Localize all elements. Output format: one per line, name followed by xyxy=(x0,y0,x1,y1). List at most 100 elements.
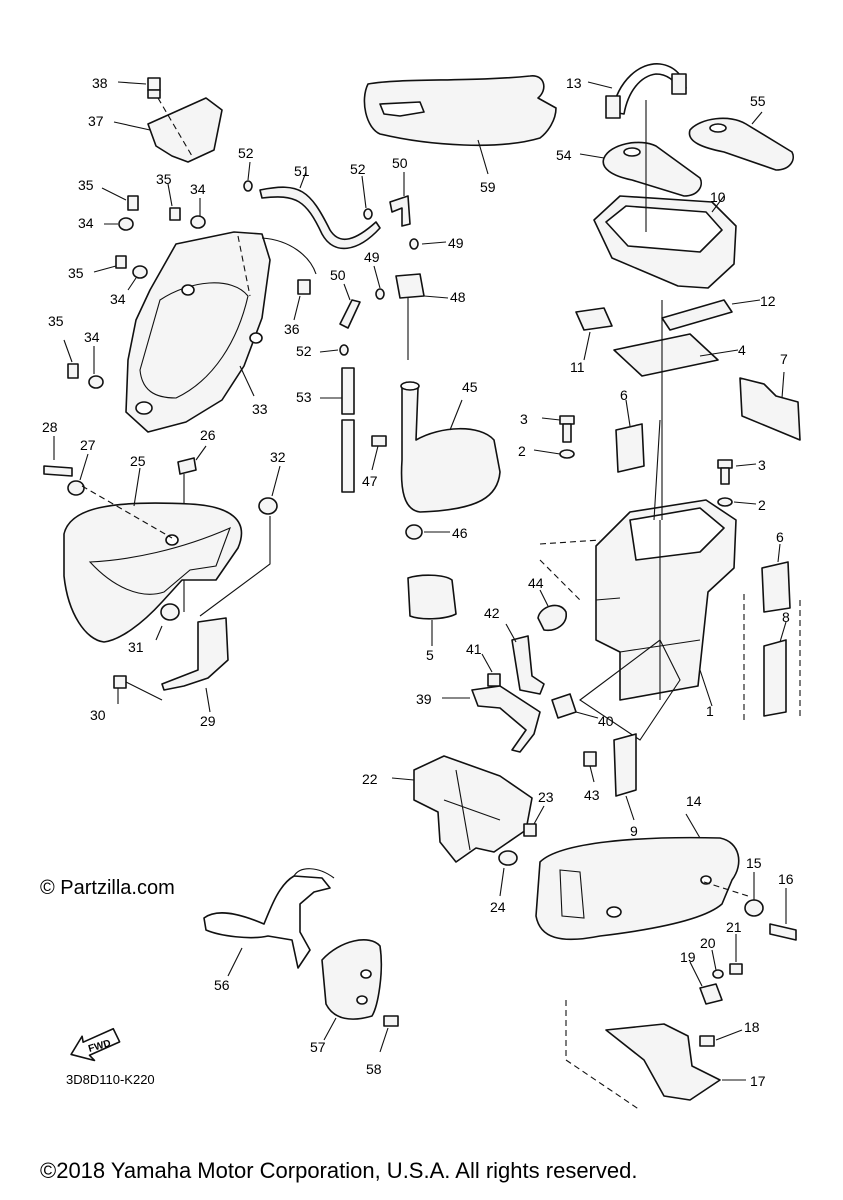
callout-38: 38 xyxy=(92,75,108,91)
part-15-washer xyxy=(744,872,764,917)
callout-7: 7 xyxy=(780,351,788,367)
callout-23: 23 xyxy=(538,789,554,805)
callout-4: 4 xyxy=(738,342,746,358)
callout-34-b: 34 xyxy=(78,215,94,231)
part-48-cap xyxy=(395,273,449,360)
part-38-bolt xyxy=(117,77,161,99)
part-58-bolt xyxy=(379,1015,399,1053)
part-29-bracket xyxy=(161,617,229,713)
callout-6-upper: 6 xyxy=(620,387,628,403)
part-1-battery-box xyxy=(539,300,737,741)
part-50-elbow-upper xyxy=(389,172,411,227)
callout-52-a: 52 xyxy=(238,145,254,161)
callout-8: 8 xyxy=(782,609,790,625)
part-36-connector xyxy=(261,237,317,321)
callout-33: 33 xyxy=(252,401,268,417)
callout-39: 39 xyxy=(416,691,432,707)
callout-30: 30 xyxy=(90,707,106,723)
callout-34-a: 34 xyxy=(190,181,206,197)
part-42-bracket xyxy=(505,623,545,695)
callout-17: 17 xyxy=(750,1073,766,1089)
callout-12: 12 xyxy=(760,293,776,309)
callout-34-c: 34 xyxy=(110,291,126,307)
drawing-code: 3D8D110-K220 xyxy=(66,1072,155,1087)
callout-6-lower: 6 xyxy=(776,529,784,545)
part-6-pad-right xyxy=(761,543,791,613)
part-46-grommet xyxy=(405,524,450,540)
callout-15: 15 xyxy=(746,855,762,871)
part-40-relay xyxy=(551,693,599,719)
callout-57: 57 xyxy=(310,1039,326,1055)
part-35-bolts xyxy=(63,183,181,379)
callout-labels: 1 2 2 3 3 4 5 6 6 7 8 9 10 11 12 13 14 1… xyxy=(42,75,794,1089)
part-39-stay xyxy=(442,685,541,753)
callout-46: 46 xyxy=(452,525,468,541)
callout-48: 48 xyxy=(450,289,466,305)
part-7-pad xyxy=(739,371,801,441)
callout-50-lower: 50 xyxy=(330,267,346,283)
callout-37: 37 xyxy=(88,113,104,129)
part-3-bolt-left xyxy=(541,415,575,443)
part-19-damper xyxy=(689,961,723,1005)
part-59-seat-pad xyxy=(363,75,557,175)
part-6-pad-left xyxy=(615,399,645,473)
callout-13: 13 xyxy=(566,75,582,91)
watermark: © Partzilla.com xyxy=(40,877,175,899)
part-18-bolt xyxy=(699,1029,743,1047)
callout-35-a: 35 xyxy=(78,177,94,193)
part-50-elbow-lower xyxy=(339,283,361,329)
callout-26: 26 xyxy=(200,427,216,443)
callout-49-lower: 49 xyxy=(364,249,380,265)
callout-5: 5 xyxy=(426,647,434,663)
callout-52-b: 52 xyxy=(350,161,366,177)
part-26-clip xyxy=(177,445,207,612)
part-49-clip-upper xyxy=(409,238,447,250)
part-3-bolt-right xyxy=(717,459,757,485)
part-47-bolt xyxy=(371,435,387,471)
callout-56: 56 xyxy=(214,977,230,993)
callout-40: 40 xyxy=(598,713,614,729)
callout-9: 9 xyxy=(630,823,638,839)
callout-49-upper: 49 xyxy=(448,235,464,251)
part-9-strip xyxy=(613,733,637,821)
callout-54: 54 xyxy=(556,147,572,163)
callout-24: 24 xyxy=(490,899,506,915)
part-11-pad xyxy=(575,307,613,361)
part-37-cover xyxy=(113,97,223,163)
callout-35-d: 35 xyxy=(48,313,64,329)
part-32-grommet xyxy=(199,465,281,617)
callout-19: 19 xyxy=(680,949,696,965)
copyright-text: ©2018 Yamaha Motor Corporation, U.S.A. A… xyxy=(40,1158,637,1183)
callout-45: 45 xyxy=(462,379,478,395)
part-2-washer-left xyxy=(533,449,575,459)
callout-3-right: 3 xyxy=(758,457,766,473)
part-22-bracket xyxy=(391,755,533,863)
callout-35-b: 35 xyxy=(156,171,172,187)
part-25-side-cover xyxy=(63,467,243,643)
part-27-washer xyxy=(67,453,89,496)
part-49-clip-lower xyxy=(373,265,385,300)
part-41-bolt xyxy=(481,653,501,687)
part-21-bolt xyxy=(729,934,743,975)
part-31-grommet xyxy=(155,603,180,641)
callout-10: 10 xyxy=(710,189,726,205)
callout-1: 1 xyxy=(706,703,714,719)
fwd-arrow-icon: FWD xyxy=(70,1027,121,1062)
callout-14: 14 xyxy=(686,793,702,809)
part-13-strap xyxy=(587,63,687,119)
callout-35-c: 35 xyxy=(68,265,84,281)
callout-59: 59 xyxy=(480,179,496,195)
callout-16: 16 xyxy=(778,871,794,887)
callout-53: 53 xyxy=(296,389,312,405)
part-54-pad xyxy=(579,141,702,197)
callout-32: 32 xyxy=(270,449,286,465)
part-10-tray xyxy=(593,100,737,289)
callout-51: 51 xyxy=(294,163,310,179)
part-23-bolt xyxy=(523,805,545,837)
part-20-washer xyxy=(711,949,724,979)
part-51-hose xyxy=(259,171,381,250)
callout-29: 29 xyxy=(200,713,216,729)
part-16-bolt xyxy=(769,888,797,941)
callout-31: 31 xyxy=(128,639,144,655)
